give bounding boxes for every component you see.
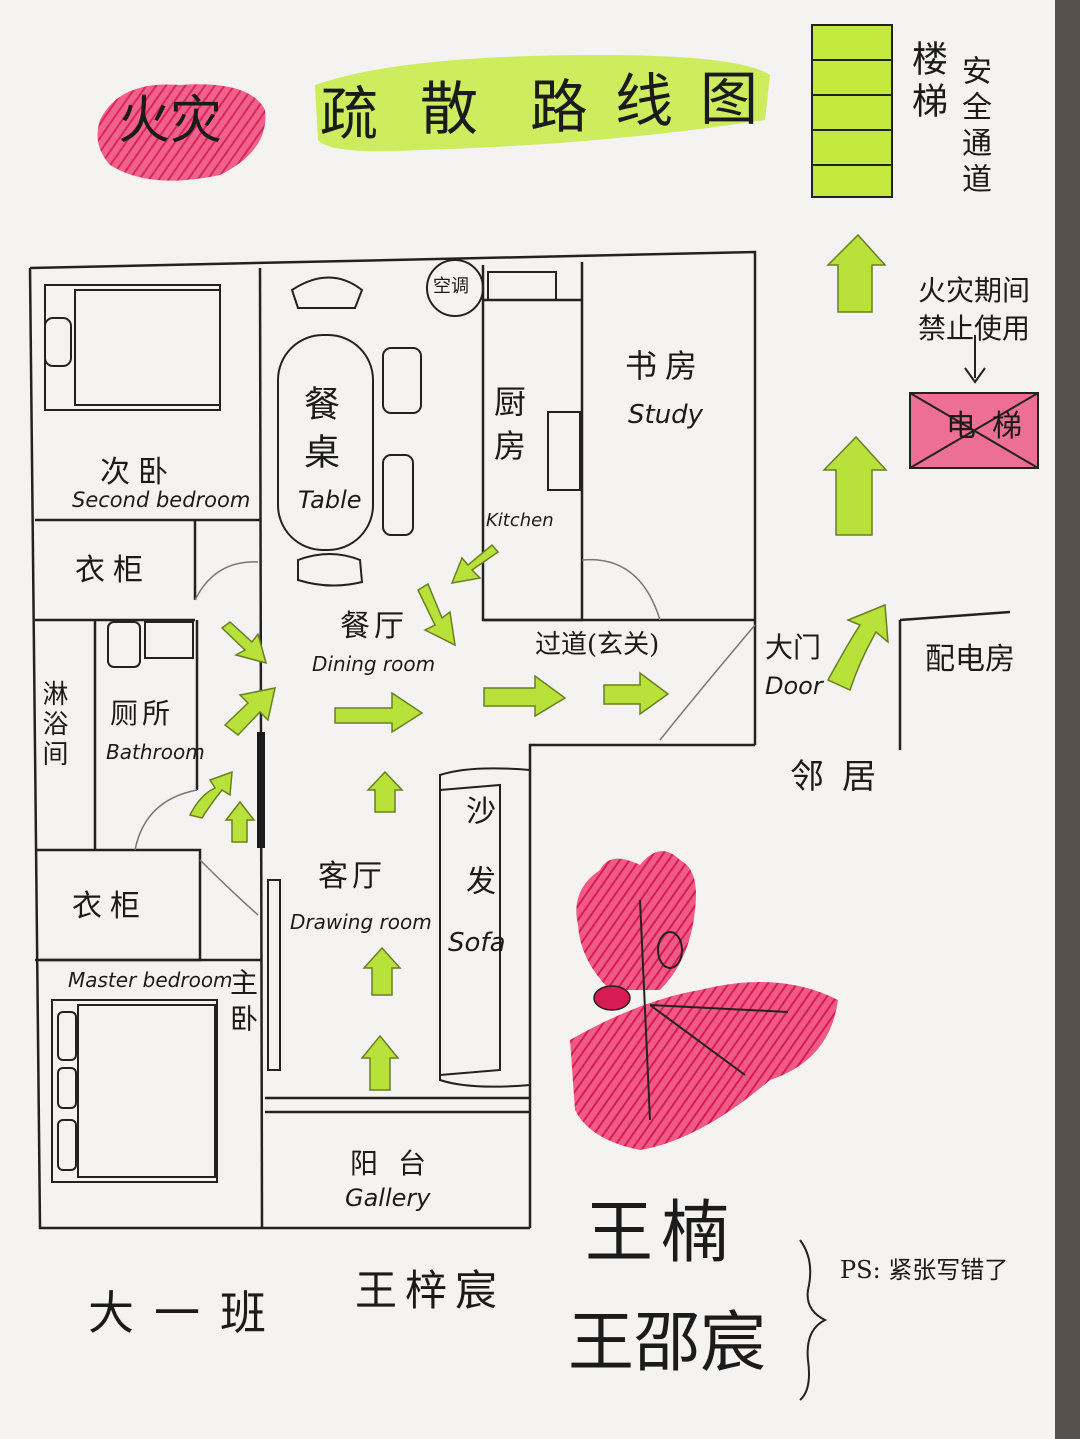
safe-passage-label: 安全通道	[956, 55, 991, 199]
elevator-icon	[909, 392, 1039, 469]
title-char-2: 散	[420, 75, 479, 143]
paper-sheet	[0, 0, 1055, 1439]
ps-note: PS: 紧张写错了	[840, 1256, 1009, 1284]
dining-room-en: Dining room	[312, 652, 436, 676]
study-cn: 书房	[625, 347, 706, 385]
title-char-3: 路	[530, 73, 589, 141]
door-swings	[134, 558, 756, 916]
fire-flame-drawing	[570, 851, 838, 1150]
master-bedroom-cn: 主卧	[226, 968, 259, 1040]
front-door-cn: 大门	[765, 631, 822, 664]
child-name: 王梓宸	[355, 1266, 506, 1315]
wardrobe-top: 衣柜	[75, 553, 151, 588]
title-highlight	[315, 55, 770, 152]
arrow-corridor-1	[483, 674, 567, 718]
arrow-living-up-1	[366, 770, 404, 813]
evacuation-arrows	[188, 233, 889, 1091]
table-cn: 餐桌	[298, 385, 339, 481]
stairs-icon	[811, 24, 893, 198]
dining-room-cn: 餐厅	[340, 609, 408, 644]
arrow-door-up	[826, 603, 889, 692]
bathroom-cn: 厕所	[110, 697, 175, 730]
corridor-label: 过道(玄关)	[535, 630, 660, 660]
bathroom-en: Bathroom	[106, 740, 205, 764]
arrow-bath-out-1	[223, 687, 276, 737]
signature-brace	[799, 1239, 828, 1401]
arrow-kitchen-out	[450, 543, 500, 584]
name-bottom: 王邵宸	[568, 1304, 766, 1381]
partition-bar	[257, 732, 265, 848]
class-name: 大一班	[88, 1286, 286, 1340]
sofa-cn: 沙发	[460, 795, 495, 935]
arrow-up-elevator	[822, 435, 888, 536]
stairs-label: 楼梯	[906, 40, 947, 124]
balcony-en: Gallery	[345, 1184, 431, 1212]
sofa-en: Sofa	[448, 928, 506, 958]
arrow-dining-down	[417, 582, 456, 647]
arrow-bath-out-3	[224, 800, 256, 843]
drawing-room-cn: 客厅	[318, 859, 386, 894]
study-en: Study	[628, 400, 704, 430]
arrow-corridor-2	[603, 671, 670, 716]
master-bedroom-en: Master bedroom	[68, 968, 233, 992]
aircon-label: 空调	[433, 276, 469, 297]
arrow-living-up-2	[362, 946, 402, 996]
title-char-4: 线	[615, 67, 674, 135]
name-top: 王楠	[585, 1194, 738, 1273]
kitchen-en: Kitchen	[486, 510, 554, 531]
shower-label: 淋浴间	[38, 680, 68, 770]
arrow-dining-right	[334, 691, 424, 734]
balcony-cn: 阳台	[350, 1147, 447, 1180]
table-en: Table	[298, 486, 362, 514]
title-fire: 火灾	[118, 91, 223, 151]
arrow-bath-out-2	[188, 770, 233, 819]
front-door-en: Door	[765, 672, 823, 700]
second-bedroom-cn: 次卧	[100, 455, 176, 490]
drawing-room-en: Drawing room	[290, 910, 432, 934]
furniture	[44, 259, 581, 1183]
elevator-label: 电梯	[946, 409, 1038, 444]
title-char-1: 疏	[320, 80, 379, 148]
distribution-room-label: 配电房	[925, 642, 1015, 677]
arrow-bedroom-out	[220, 621, 268, 665]
title-char-5: 图	[700, 65, 759, 133]
second-bedroom-en: Second bedroom	[72, 488, 251, 512]
neighbor-label: 邻居	[790, 757, 894, 797]
kitchen-cn: 厨房	[489, 385, 527, 473]
elevator-warning-label: 火灾期间禁止使用	[918, 274, 1031, 345]
arrow-living-up-3	[360, 1034, 400, 1091]
fire-scribble	[97, 84, 266, 181]
table-edge	[1055, 0, 1080, 1439]
warning-arrow	[964, 335, 986, 384]
arrow-up-stairs	[826, 233, 887, 313]
wardrobe-bottom: 衣柜	[72, 889, 148, 924]
